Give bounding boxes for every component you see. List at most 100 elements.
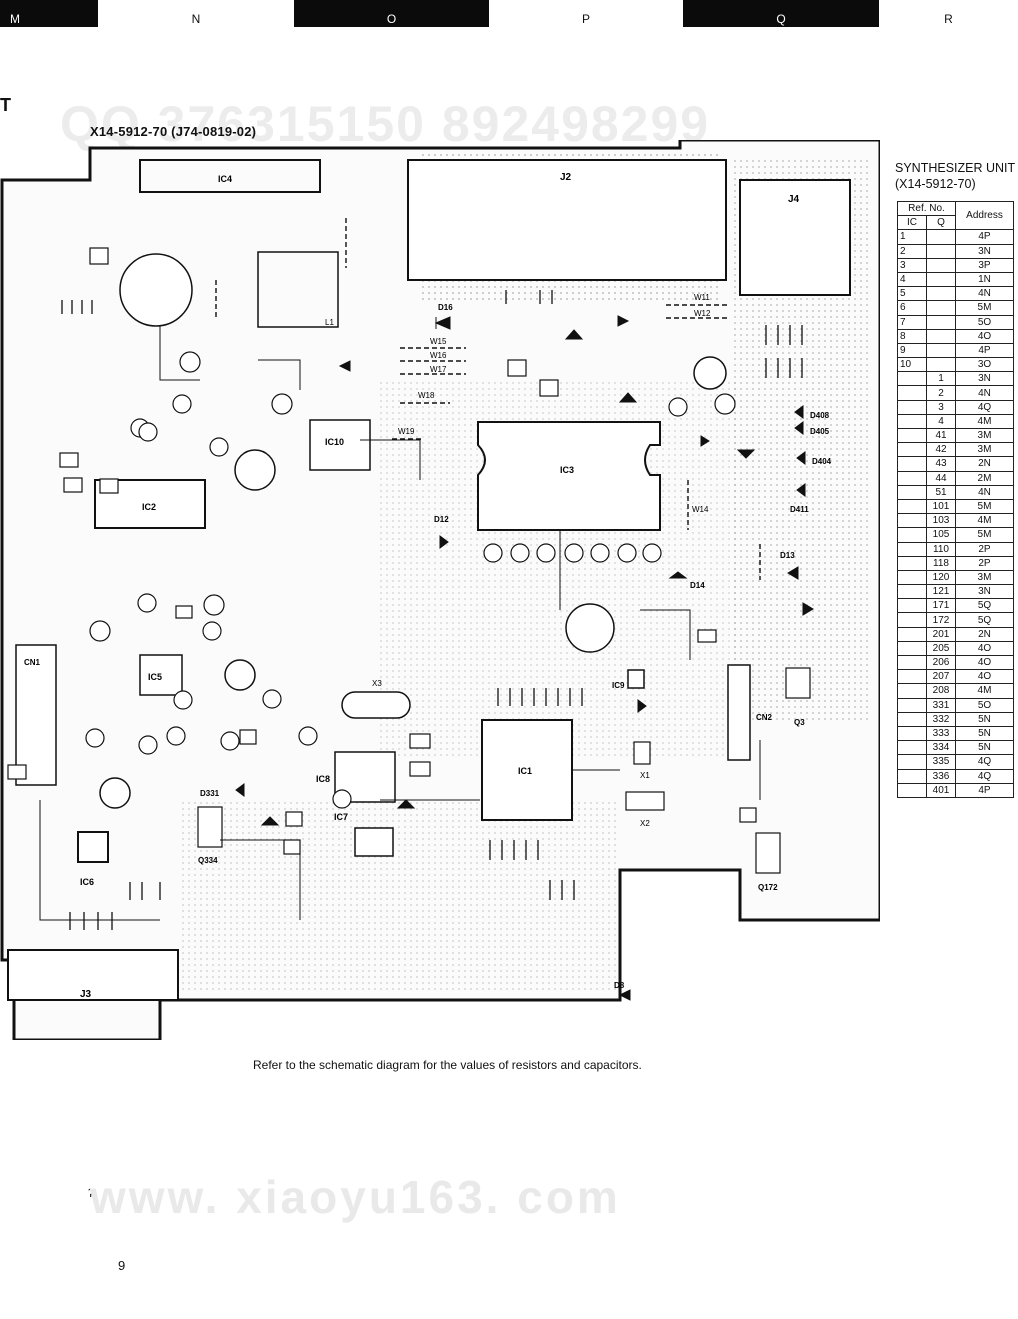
w11-label: W11 [694, 293, 710, 302]
table-cell-ic [897, 484, 927, 500]
table-cell-address: 2M [955, 470, 1014, 486]
table-cell-q: 334 [926, 740, 956, 756]
j4-label: J4 [788, 194, 800, 205]
table-cell-q [926, 300, 956, 316]
table-cell-ic [897, 598, 927, 614]
table-cell-ic: 10 [897, 357, 927, 373]
table-cell-q [926, 328, 956, 344]
w18-label: W18 [418, 391, 435, 400]
table-cell-address: 4P [955, 342, 1014, 359]
table-cell-ic [897, 399, 927, 415]
w17-label: W17 [430, 365, 447, 374]
table-cell-ic: 1 [897, 229, 927, 245]
d408-label: D408 [810, 411, 830, 420]
crystal-x2 [625, 791, 665, 811]
stray-mark: ʔ [88, 1186, 94, 1200]
table-cell-q: 120 [926, 569, 956, 586]
table-cell-q: 44 [926, 470, 956, 486]
table-cell-q: 51 [926, 484, 956, 500]
table-cell-address: 3M [955, 427, 1014, 444]
table-cell-q: 205 [926, 640, 956, 657]
table-cell-ic [897, 683, 927, 699]
grid-zone-m: M [0, 0, 98, 27]
crystal-x3 [341, 691, 411, 719]
ic1-outline [481, 719, 573, 821]
table-cell-q [926, 286, 956, 302]
q3-label: Q3 [794, 718, 805, 727]
ic4-label: IC4 [218, 174, 232, 184]
table-cell-q: 121 [926, 584, 956, 600]
table-cell-address: 4M [955, 413, 1014, 430]
table-cell-address: 5N [955, 711, 1014, 727]
page-number: 9 [118, 1258, 126, 1273]
table-cell-address: 3M [955, 442, 1014, 458]
d331-label: D331 [200, 789, 220, 798]
table-cell-ic [897, 754, 927, 770]
d8-label: D8 [614, 981, 625, 990]
table-cell-address: 4Q [955, 754, 1014, 770]
ic9-label: IC9 [612, 681, 625, 690]
table-cell-ic [897, 782, 927, 798]
cn2-connector [727, 664, 751, 761]
table-cell-ic [897, 371, 927, 387]
unit-title-line2: (X14-5912-70) [895, 177, 976, 191]
cn2-label: CN2 [756, 713, 773, 722]
ic6-label: IC6 [80, 877, 94, 887]
table-cell-address: 2P [955, 555, 1014, 571]
table-cell-ic: 6 [897, 300, 927, 316]
d411-label: D411 [790, 505, 809, 514]
table-cell-address: 4P [955, 229, 1014, 245]
table-cell-ic [897, 584, 927, 600]
table-cell-address: 1N [955, 271, 1014, 288]
unit-title-line1: SYNTHESIZER UNIT [895, 161, 1016, 175]
table-cell-q: 110 [926, 541, 956, 557]
watermark-bottom: www. xiaoyu163. com [90, 1171, 621, 1223]
j4-connector [739, 179, 851, 296]
table-cell-ic: 2 [897, 243, 927, 259]
table-cell-address: 3N [955, 371, 1014, 387]
cn1-connector [15, 644, 57, 786]
table-cell-address: 5M [955, 527, 1014, 543]
table-cell-ic [897, 413, 927, 430]
table-cell-q: 105 [926, 527, 956, 543]
table-cell-address: 4N [955, 385, 1014, 401]
table-cell-ic [897, 527, 927, 543]
d14-label: D14 [690, 581, 705, 590]
table-cell-ic [897, 442, 927, 458]
table-cell-address: 5O [955, 314, 1014, 330]
w15-label: W15 [430, 337, 447, 346]
ic5-outline [139, 654, 183, 696]
grid-zone-q: Q [683, 0, 879, 27]
ic5-label: IC5 [148, 672, 162, 682]
table-cell-address: 2N [955, 456, 1014, 472]
table-cell-ic: 7 [897, 314, 927, 330]
table-cell-q: 335 [926, 754, 956, 770]
table-cell-address: 4O [955, 328, 1014, 344]
cn1-label: CN1 [24, 658, 41, 667]
transistor-group [7, 247, 811, 874]
q-header: Q [926, 215, 956, 231]
table-cell-ic [897, 711, 927, 727]
table-row: 1 4P [897, 229, 1014, 245]
table-cell-q [926, 357, 956, 373]
